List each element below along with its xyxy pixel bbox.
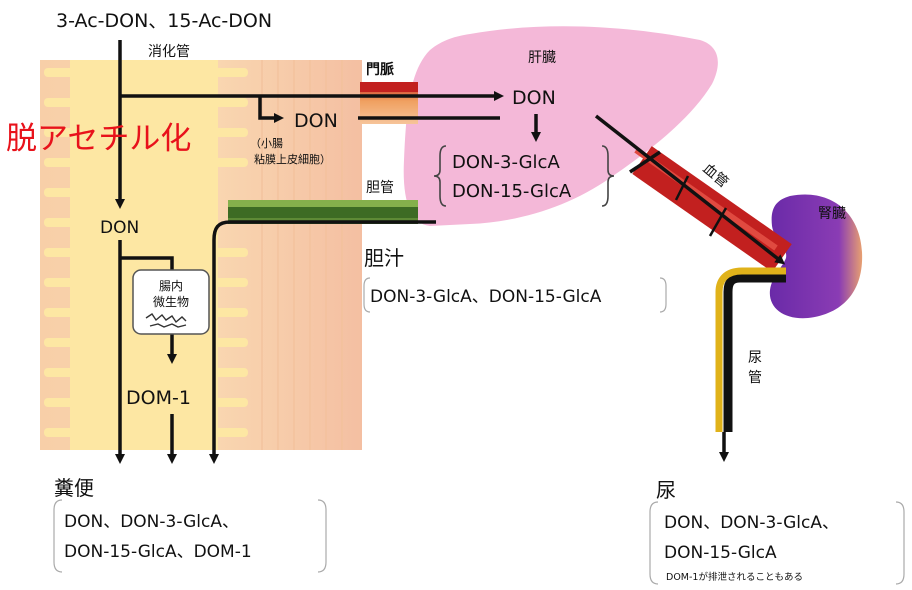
enterocyte-label-1: （小腸 [250,137,283,150]
ureter-tube [715,267,786,432]
gut-microbe-box: 腸内 微生物 [132,269,210,335]
gut-don: DON [100,218,139,238]
feces-bracket [53,499,327,573]
enterocyte-label-2: 粘膜上皮細胞） [254,152,331,166]
arrow-liver-to-kidney [594,114,786,265]
urine-line-2: DON-15-GlcA [664,543,777,563]
liver-label: 肝臓 [528,50,556,66]
urine-line-1: DON、DON-3-GlcA、 [664,513,839,533]
flow-arrows [115,40,786,464]
feces-line-1: DON、DON-3-GlcA、 [64,512,239,532]
bile-duct-label: 胆管 [366,180,394,196]
gut-folds [261,60,343,450]
microbe-label-2: 微生物 [153,295,189,309]
arrow-bile-to-feces [209,220,436,464]
deacetylation-label: 脱アセチル化 [6,121,191,157]
microbe-icon [145,313,187,328]
source-compounds: 3-Ac-DON、15-Ac-DON [56,10,272,32]
feces-line-2: DON-15-GlcA、DOM-1 [64,542,252,562]
gut-label: 消化管 [148,44,190,60]
urine-note: DOM-1が排泄されることもある [666,571,803,583]
liver-metabolite-2: DON-15-GlcA [452,181,572,202]
dom1-label: DOM-1 [126,387,191,409]
glucuronide-braces [433,145,615,207]
portal-vein-label: 門脈 [366,61,394,78]
arrow-to-enterocyte [258,96,284,123]
villi-left [44,68,74,437]
urine-bracket [649,501,905,585]
gut-lumen [70,60,218,450]
ureter-label-2: 管 [748,370,762,386]
bile-duct-tube [228,200,418,224]
feces-title: 糞便 [54,476,94,500]
enterocyte-don: DON [294,110,338,132]
liver [403,26,718,227]
line-glucuronides-to-vessel [629,150,661,174]
villi-right [214,68,248,437]
ureter-label-1: 尿 [748,350,762,366]
urine-title: 尿 [656,478,676,502]
bile-bracket [363,277,667,313]
kidney-label: 腎臓 [818,206,846,222]
bile-title: 胆汁 [364,246,404,270]
microbe-label-1: 腸内 [159,279,183,293]
kidney [769,194,863,319]
liver-metabolite-1: DON-3-GlcA [452,152,560,173]
gut [40,60,362,450]
liver-don: DON [512,87,556,109]
bile-contents: DON-3-GlcA、DON-15-GlcA [370,287,602,307]
vessel-brackets [674,175,728,237]
